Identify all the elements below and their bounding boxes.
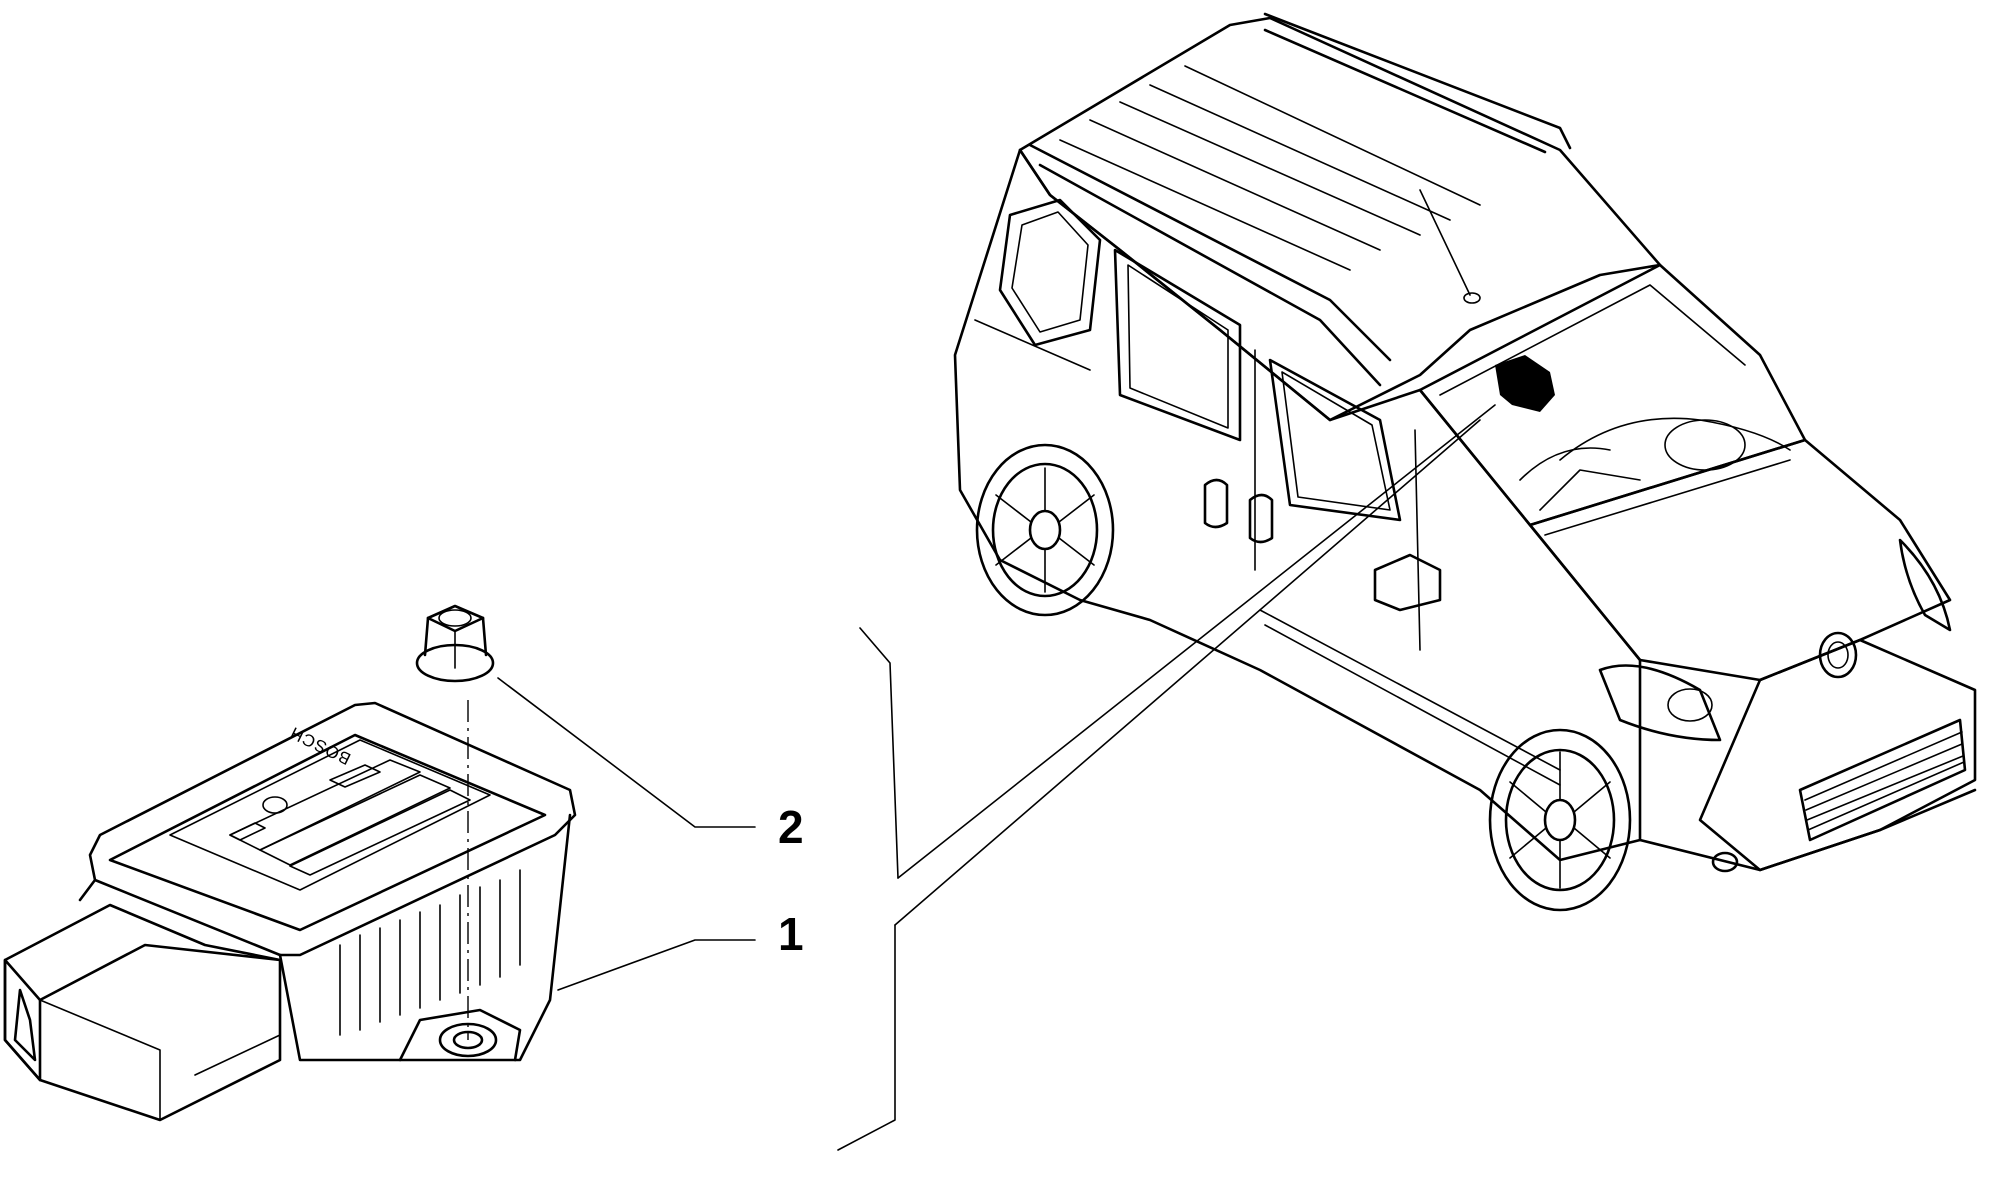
rear-wheel [975, 443, 1115, 617]
leader-lines [497, 404, 1496, 1151]
sensor-module: BOSCH [3, 700, 577, 1122]
callout-number-2: 2 [778, 801, 804, 853]
brand-label: BOSCH [287, 723, 354, 769]
vehicle-illustration [953, 12, 1977, 912]
sensor-location-marker [1495, 355, 1555, 412]
flange-nut [415, 604, 495, 683]
front-wheel [1488, 728, 1632, 912]
callout-number-1: 1 [778, 908, 804, 960]
